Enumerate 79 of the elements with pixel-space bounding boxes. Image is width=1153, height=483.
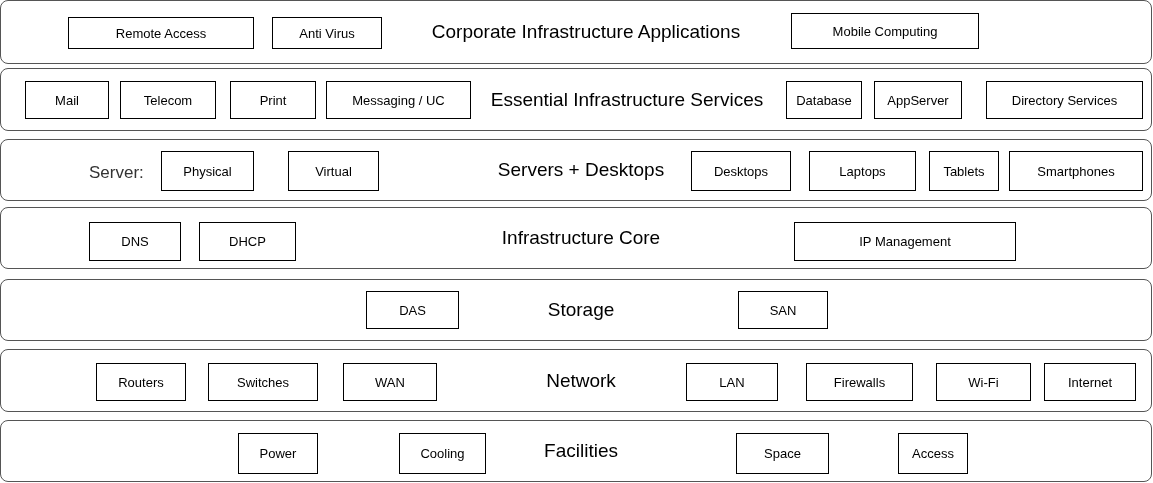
component-label: Telecom (143, 92, 193, 108)
component-box (986, 81, 1143, 119)
component-box (208, 363, 318, 401)
component-label: Access (912, 446, 954, 461)
layer-band (0, 349, 1152, 412)
component-box (736, 433, 829, 474)
component-box (161, 151, 254, 191)
component-box (96, 363, 186, 401)
component-box (691, 151, 791, 191)
component-label: Virtual (315, 163, 352, 179)
component-box (199, 222, 296, 261)
component-label: Mobile Computing (832, 23, 938, 39)
component-label: Directory Services (1011, 92, 1118, 108)
component-label: Cooling (420, 446, 465, 461)
component-label: Smartphones (1037, 163, 1115, 179)
layer-title: Storage (547, 297, 615, 322)
component-box (786, 81, 862, 119)
component-box (936, 363, 1031, 401)
component-box (326, 81, 471, 119)
component-box (738, 291, 828, 329)
layer-title: Facilities (544, 438, 618, 463)
component-label: Laptops (839, 163, 886, 179)
component-box (1009, 151, 1143, 191)
component-label: Switches (237, 374, 289, 390)
component-label: Print (259, 92, 287, 108)
component-box (686, 363, 778, 401)
layer-band (0, 139, 1152, 201)
layer-band (0, 207, 1152, 269)
layer-band (0, 279, 1152, 341)
component-box (343, 363, 437, 401)
component-label: Internet (1067, 374, 1113, 390)
component-label: DHCP (229, 234, 266, 249)
component-label: Wi-Fi (968, 374, 999, 390)
layer-title: Corporate Infrastructure Applications (431, 19, 741, 44)
component-box (399, 433, 486, 474)
component-label: Messaging / UC (352, 92, 445, 108)
component-box (809, 151, 916, 191)
component-label: Desktops (713, 163, 769, 179)
component-box (89, 222, 181, 261)
component-label: Power (259, 446, 297, 461)
component-box (929, 151, 999, 191)
layer-title: Essential Infrastructure Services (490, 87, 764, 112)
component-box (272, 17, 382, 49)
component-label: Tablets (943, 163, 985, 179)
component-label: Routers (118, 374, 164, 390)
component-box (120, 81, 216, 119)
component-label: Firewalls (833, 374, 886, 390)
component-box (806, 363, 913, 401)
component-label: LAN (719, 374, 745, 390)
component-label: Physical (183, 163, 232, 179)
component-box (288, 151, 379, 191)
component-box (366, 291, 459, 329)
component-box (874, 81, 962, 119)
component-box (794, 222, 1016, 261)
component-label: WAN (375, 374, 405, 390)
layer-title: Network (546, 368, 616, 393)
component-box (25, 81, 109, 119)
layer-title: Infrastructure Core (501, 225, 661, 250)
component-box (230, 81, 316, 119)
component-box (238, 433, 318, 474)
component-label: Anti Virus (299, 25, 355, 41)
layer-label: Server: (89, 162, 144, 184)
component-label: Remote Access (115, 25, 207, 41)
layer-band (0, 0, 1152, 64)
layer-title: Servers + Desktops (497, 157, 665, 182)
component-label: IP Management (859, 234, 951, 249)
layer-band (0, 420, 1152, 482)
component-box (1044, 363, 1136, 401)
component-label: DNS (121, 234, 149, 249)
component-box (68, 17, 254, 49)
component-label: AppServer (887, 92, 949, 108)
component-label: SAN (769, 302, 797, 318)
component-label: DAS (399, 302, 426, 318)
layer-band (0, 68, 1152, 131)
component-label: Database (796, 92, 852, 108)
component-label: Mail (55, 92, 79, 108)
component-label: Space (764, 446, 801, 461)
component-box (898, 433, 968, 474)
component-box (791, 13, 979, 49)
